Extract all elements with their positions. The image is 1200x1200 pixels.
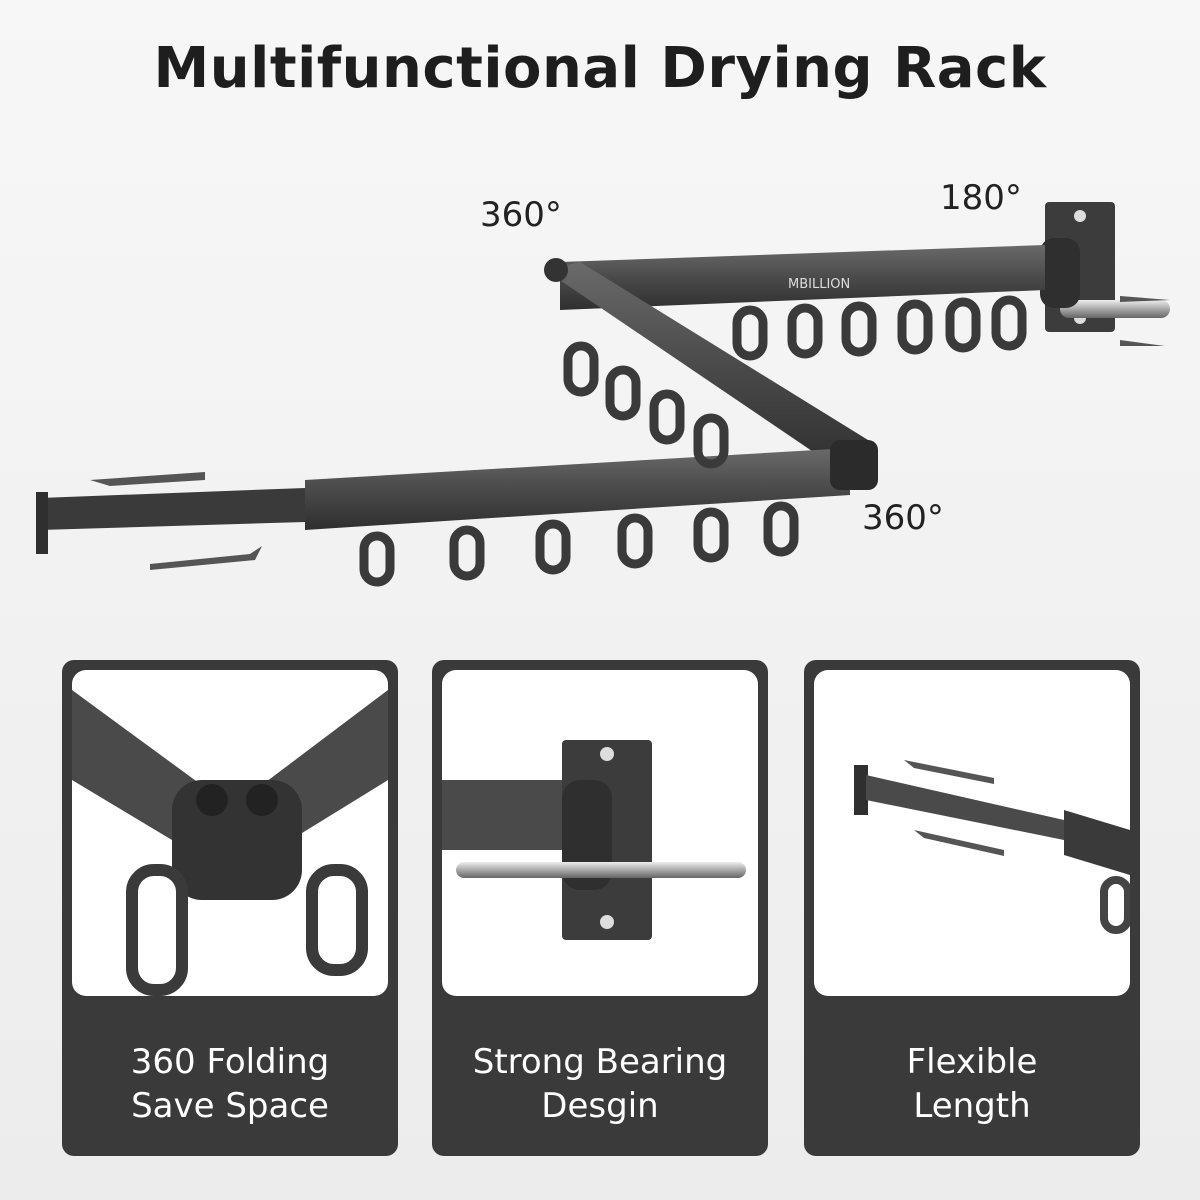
rotation-label-360-top: 360° xyxy=(480,195,562,235)
feature-caption: Flexible Length xyxy=(804,1040,1140,1128)
folding-joint-photo xyxy=(72,670,388,996)
feature-caption: Strong Bearing Desgin xyxy=(432,1040,768,1128)
caption-line: Strong Bearing xyxy=(472,1042,728,1082)
rotation-label-360-bottom: 360° xyxy=(862,498,944,538)
caption-line: Flexible xyxy=(906,1042,1038,1082)
rotation-value: 360° xyxy=(862,498,944,538)
rotation-label-180: 180° xyxy=(940,178,1022,218)
brand-label: MBILLION xyxy=(788,277,850,292)
top-arm: MBILLION xyxy=(560,245,1045,310)
wall-mount xyxy=(1040,202,1170,332)
rotation-value: 180° xyxy=(940,178,1022,218)
middle-arm xyxy=(545,262,868,470)
caption-line: Save Space xyxy=(131,1086,329,1126)
extension-photo xyxy=(814,670,1130,996)
bottom-arm xyxy=(36,448,850,554)
bearing-mount-photo xyxy=(442,670,758,996)
caption-line: Length xyxy=(913,1086,1031,1126)
top-joint xyxy=(544,258,568,282)
lower-joint xyxy=(830,440,878,490)
rack-illustration: MBILLION xyxy=(0,150,1200,630)
caption-line: 360 Folding xyxy=(130,1042,330,1082)
hanger-loops xyxy=(359,295,1027,587)
feature-card-length: Flexible Length xyxy=(804,660,1140,1156)
caption-line: Desgin xyxy=(541,1086,659,1126)
feature-caption: 360 Folding Save Space xyxy=(62,1040,398,1128)
rack-svg: MBILLION xyxy=(36,202,1170,587)
page-title: Multifunctional Drying Rack xyxy=(153,36,1047,101)
rotation-value: 360° xyxy=(480,195,562,235)
feature-card-folding: 360 Folding Save Space xyxy=(62,660,398,1156)
extend-arrows xyxy=(90,296,1170,570)
feature-card-bearing: Strong Bearing Desgin xyxy=(432,660,768,1156)
